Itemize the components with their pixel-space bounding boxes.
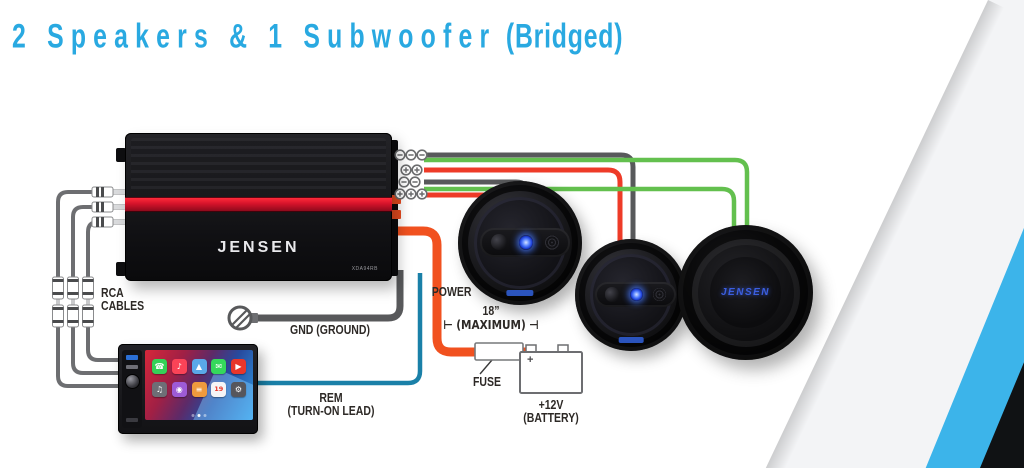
terminal-polarity-mark (419, 191, 425, 197)
amp-red-stripe (125, 197, 392, 212)
subwoofer-bridged-wire-negative (424, 157, 750, 262)
terminal-polarity-mark (414, 167, 420, 173)
tweeter-icon (604, 287, 620, 302)
app-icon-settings: ⚙ (231, 382, 246, 397)
rca-barrel-band (52, 292, 64, 295)
app-icon-maps: ▲ (191, 359, 207, 374)
ground-label: GND (GROUND) (290, 323, 370, 337)
speaker2-positive-wire (424, 167, 623, 270)
speaker-center-pod (595, 281, 676, 308)
mid-driver-icon (544, 235, 559, 250)
ground-wire (252, 270, 404, 322)
rem-wire (258, 273, 423, 386)
rem-label: REM (TURN-ON LEAD) (287, 391, 375, 419)
rca-barrel-band (82, 279, 94, 282)
rca-barrel-band (82, 292, 94, 295)
rca-barrel-band (67, 307, 79, 310)
app-icon-my-music: ♫ (152, 382, 167, 397)
app-grid: ☎ ♪ ▲ ✉ ▶ ♫ ◉ ≡ 19 ⚙ (152, 359, 246, 397)
app-icon-messages: ✉ (211, 359, 227, 374)
fuse-label: FUSE (472, 375, 502, 389)
power-label: POWER (431, 285, 472, 299)
fuse-icon (474, 342, 524, 361)
app-icon-calendar: 19 (211, 382, 227, 397)
amp-brand-label: JENSEN (217, 239, 300, 256)
title-qualifier: (Bridged) (505, 16, 624, 56)
usb-slot (126, 418, 138, 422)
power-wire (388, 226, 531, 357)
rca-barrel-band (67, 279, 79, 282)
head-unit-display-chip (126, 355, 138, 360)
ground-lug-icon (227, 305, 258, 331)
dimension-tick-left: ⊢ (443, 317, 453, 333)
rca-plug (91, 201, 127, 213)
subwoofer-cone: JENSEN (710, 257, 781, 328)
app-icon-podcasts: ◉ (171, 382, 187, 397)
terminal-polarity-mark (397, 191, 403, 197)
app-icon-now-playing: ▶ (231, 359, 246, 374)
amp-mount-foot (116, 148, 126, 162)
rca-barrel-band (52, 320, 64, 323)
amp-power-terminal (389, 210, 401, 219)
amp-mount-foot (116, 262, 126, 276)
speaker-badge (506, 289, 534, 297)
rca-pin (71, 299, 75, 305)
battery-label: +12V (BATTERY) (523, 398, 579, 426)
head-unit-screen: ☎ ♪ ▲ ✉ ▶ ♫ ◉ ≡ 19 ⚙ (145, 350, 253, 420)
blue-led-icon (518, 235, 533, 250)
amp-model-label: XDA94RB (351, 266, 378, 272)
subwoofer-brand-label: JENSEN (720, 287, 770, 298)
subwoofer-bridged-wire-positive (424, 186, 737, 260)
page-title: 2 Speakers & 1 Subwoofer (Bridged) (12, 16, 623, 56)
rca-pin (86, 299, 90, 305)
max-length-label: 18” ⊢ (MAXIMUM) ⊣ (443, 304, 539, 333)
fuse-leader-line (479, 359, 493, 375)
rca-cables-label: RCA CABLES (101, 286, 145, 314)
rca-barrel-band (67, 292, 79, 295)
speaker-right (575, 239, 687, 351)
app-icon-audiobooks: ≡ (191, 382, 207, 397)
head-unit-display-chip (126, 365, 138, 369)
blue-led-icon (629, 287, 643, 301)
amp-speaker-terminals (394, 149, 428, 200)
page-dots (191, 414, 207, 417)
head-unit-control-strip (122, 350, 142, 428)
tweeter-icon (491, 234, 507, 251)
volume-knob (124, 374, 140, 389)
rca-barrel-band (52, 307, 64, 310)
dimension-tick-right: ⊣ (529, 317, 539, 333)
amp-heatsink-fins (131, 138, 386, 194)
mid-driver-icon (653, 287, 667, 301)
speaker-left (458, 181, 582, 305)
title-main: 2 Speakers & 1 Subwoofer (12, 16, 497, 56)
rca-barrel-band (82, 307, 94, 310)
rca-barrel-band (82, 320, 94, 323)
battery-icon (519, 344, 583, 394)
rca-plug (91, 216, 127, 228)
app-icon-music: ♪ (171, 359, 187, 374)
rca-pin (56, 299, 60, 305)
amplifier: JENSEN XDA94RB (125, 133, 392, 281)
subwoofer: JENSEN (678, 225, 813, 360)
terminal-polarity-mark (403, 167, 409, 173)
battery-body (519, 351, 583, 394)
terminal-polarity-mark (408, 191, 414, 197)
head-unit: ☎ ♪ ▲ ✉ ▶ ♫ ◉ ≡ 19 ⚙ (118, 344, 258, 434)
battery-plus-sign: + (527, 354, 534, 366)
rca-barrel-band (52, 279, 64, 282)
rca-barrel-connectors (52, 276, 94, 328)
app-icon-phone: ☎ (152, 359, 167, 374)
speaker-center-pod (480, 228, 570, 257)
speaker-badge (618, 337, 644, 344)
rca-barrel-band (67, 320, 79, 323)
rca-plug (91, 186, 127, 198)
rca-plugs (91, 186, 127, 228)
